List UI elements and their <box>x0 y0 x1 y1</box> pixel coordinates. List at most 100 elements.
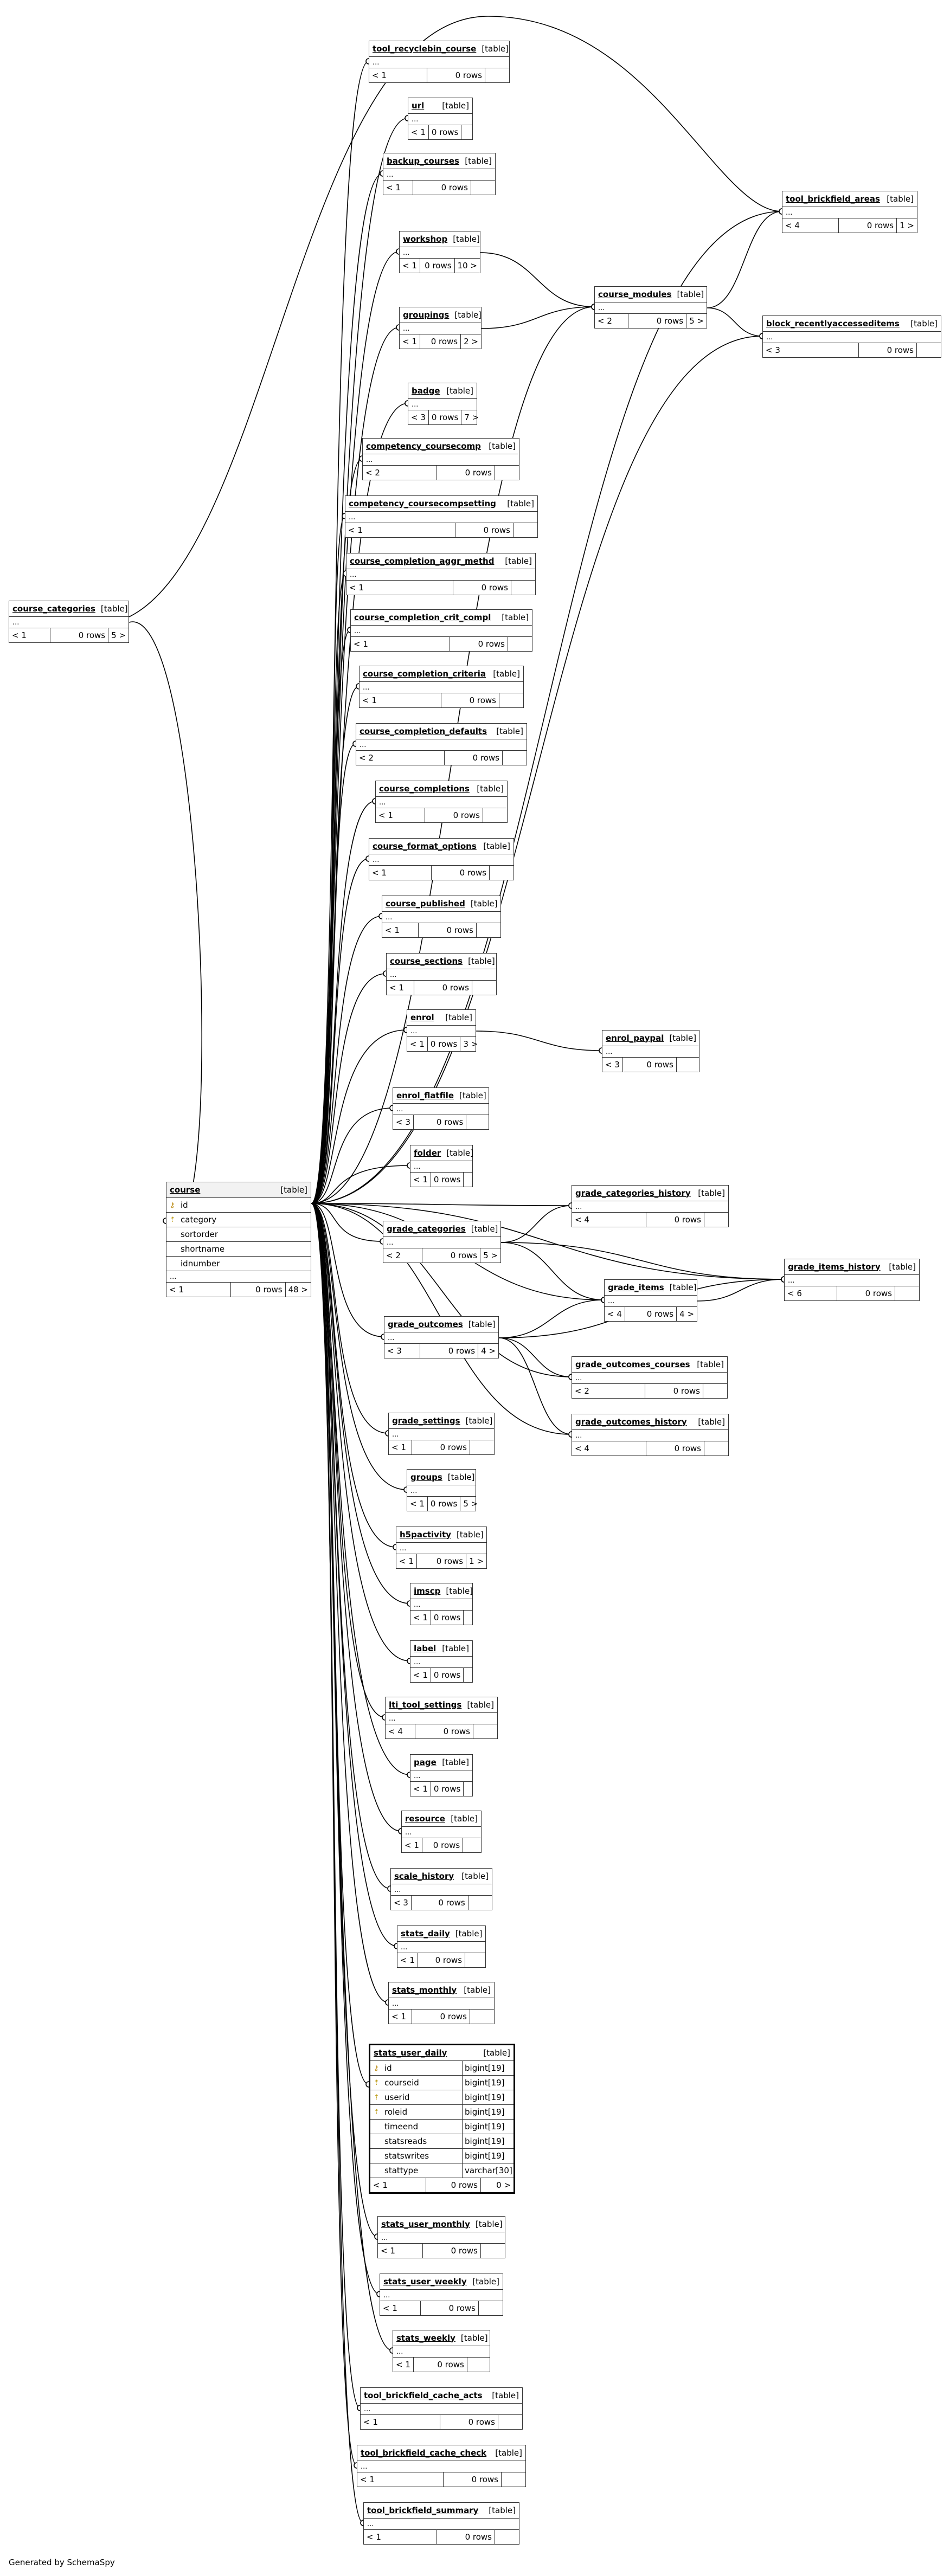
table-name[interactable]: tool_brickfield_summary <box>367 2505 479 2515</box>
table-name[interactable]: scale_history <box>394 1871 454 1881</box>
children-count[interactable]: 10 > <box>454 259 480 273</box>
parents-count[interactable]: < 4 <box>575 1214 589 1225</box>
parents-count[interactable]: < 1 <box>386 182 401 192</box>
parents-count[interactable]: < 1 <box>362 695 377 705</box>
table-name[interactable]: course_format_options <box>373 841 477 851</box>
children-count[interactable]: 4 > <box>478 1344 498 1358</box>
parents-count[interactable]: < 3 <box>387 1345 402 1356</box>
parents-count[interactable]: < 1 <box>12 630 27 640</box>
table-name[interactable]: course_completions <box>379 783 470 794</box>
parents-count[interactable]: < 1 <box>413 1670 428 1680</box>
parents-count[interactable]: < 2 <box>386 1250 401 1260</box>
parents-count[interactable]: < 1 <box>354 639 368 649</box>
parents-count[interactable]: < 1 <box>396 2359 410 2369</box>
parents-count[interactable]: < 1 <box>381 2245 395 2256</box>
parents-count[interactable]: < 2 <box>365 467 380 478</box>
children-count[interactable]: 3 > <box>460 1037 480 1051</box>
table-name[interactable]: groupings <box>403 310 450 320</box>
parents-count[interactable]: < 1 <box>413 1612 428 1622</box>
parents-count[interactable]: < 1 <box>399 1556 414 1566</box>
table-name[interactable]: course_completion_defaults <box>360 726 487 736</box>
parents-count[interactable]: < 2 <box>598 315 612 326</box>
table-name[interactable]: grade_categories <box>387 1223 466 1234</box>
children-count[interactable]: 5 > <box>686 314 707 328</box>
column-idnumber[interactable]: idnumber <box>166 1257 311 1271</box>
table-name[interactable]: competency_coursecompsetting <box>349 498 496 508</box>
parents-count[interactable]: < 3 <box>605 1059 620 1070</box>
parents-count[interactable]: < 6 <box>787 1288 802 1298</box>
parents-count[interactable]: < 3 <box>411 412 426 422</box>
parents-count[interactable]: < 1 <box>402 336 417 346</box>
table-name[interactable]: course_published <box>386 898 465 909</box>
column-sortorder[interactable]: sortorder <box>166 1227 311 1242</box>
parents-count[interactable]: < 3 <box>766 345 780 355</box>
parents-count[interactable]: < 1 <box>373 2180 388 2190</box>
table-name[interactable]: enrol_paypal <box>606 1033 664 1043</box>
table-name[interactable]: resource <box>405 1813 445 1824</box>
parents-count[interactable]: < 4 <box>388 1726 403 1736</box>
parents-count[interactable]: < 1 <box>169 1284 184 1295</box>
children-count[interactable]: 5 > <box>480 1248 500 1263</box>
parents-count[interactable]: < 1 <box>405 1840 419 1850</box>
parents-count[interactable]: < 1 <box>378 810 393 820</box>
children-count[interactable]: 7 > <box>461 410 482 424</box>
parents-count[interactable]: < 3 <box>396 1117 410 1127</box>
parents-count[interactable]: < 1 <box>385 925 400 935</box>
children-count[interactable]: 2 > <box>460 334 481 349</box>
parents-count[interactable]: < 1 <box>410 1039 425 1049</box>
children-count[interactable]: 5 > <box>108 628 129 642</box>
table-name[interactable]: course_modules <box>598 289 672 299</box>
table-name[interactable]: page <box>414 1757 437 1767</box>
parents-count[interactable]: < 1 <box>411 127 426 137</box>
table-name[interactable]: grade_items_history <box>788 1261 881 1272</box>
table-name[interactable]: groups <box>410 1472 442 1482</box>
parents-count[interactable]: < 4 <box>575 1443 589 1453</box>
parents-count[interactable]: < 1 <box>389 982 404 993</box>
parents-count[interactable]: < 1 <box>372 70 387 80</box>
column-shortname[interactable]: shortname <box>166 1242 311 1257</box>
table-name[interactable]: grade_settings <box>392 1415 460 1426</box>
children-count[interactable]: 5 > <box>460 1497 480 1511</box>
table-name[interactable]: url <box>412 100 425 111</box>
table-name[interactable]: h5pactivity <box>400 1529 452 1540</box>
children-count[interactable]: 1 > <box>466 1554 486 1568</box>
parents-count[interactable]: < 1 <box>367 2532 381 2542</box>
table-name[interactable]: lti_tool_settings <box>389 1699 462 1710</box>
table-name[interactable]: course_completion_aggr_methd <box>350 556 495 566</box>
table-name[interactable]: workshop <box>403 234 448 244</box>
column-id[interactable]: ⚷id <box>166 1198 311 1213</box>
column-category[interactable]: ⇡category <box>166 1213 311 1227</box>
table-name[interactable]: grade_items <box>608 1282 664 1292</box>
table-name[interactable]: grade_categories_history <box>575 1188 691 1198</box>
parents-count[interactable]: < 1 <box>372 867 387 878</box>
